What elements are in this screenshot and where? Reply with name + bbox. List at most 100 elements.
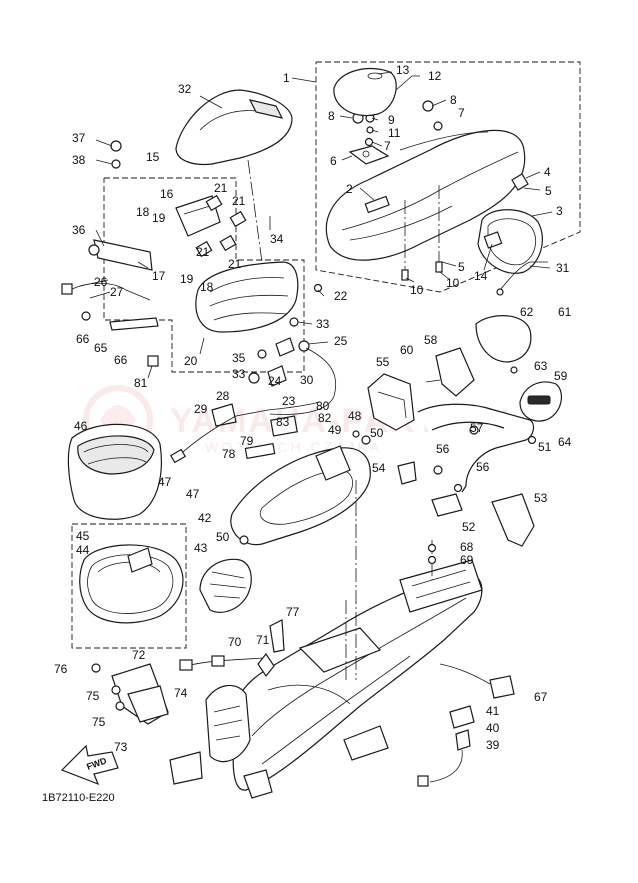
callout-22: 22 — [334, 289, 348, 303]
callout-43: 43 — [194, 541, 208, 555]
callout-73: 73 — [114, 740, 128, 754]
callout-52: 52 — [462, 520, 476, 534]
callout-26: 26 — [94, 275, 108, 289]
callout-44: 44 — [76, 543, 90, 557]
callout-57: 57 — [470, 421, 484, 435]
callout-68: 68 — [460, 540, 474, 554]
callout-27: 27 — [110, 285, 124, 299]
right-side-parts — [417, 543, 515, 787]
callout-31: 31 — [556, 261, 570, 275]
callout-34: 34 — [270, 232, 284, 246]
callout-20: 20 — [184, 354, 198, 368]
callout-47b: 47 — [186, 487, 200, 501]
callout-54: 54 — [372, 461, 386, 475]
leader-lines — [79, 71, 553, 379]
callout-16: 16 — [160, 187, 174, 201]
callout-8b: 8 — [450, 93, 457, 107]
callout-7b: 7 — [458, 106, 465, 120]
seat-assembly-group — [291, 61, 581, 296]
callout-39: 39 — [486, 738, 500, 752]
callout-10b: 10 — [446, 276, 460, 290]
callout-77: 77 — [286, 605, 300, 619]
callout-21b: 21 — [232, 194, 246, 208]
callout-66: 66 — [76, 332, 90, 346]
callout-33: 33 — [316, 317, 330, 331]
callout-21c: 21 — [196, 245, 210, 259]
callout-12: 12 — [428, 69, 442, 83]
callout-48: 48 — [348, 409, 362, 423]
rear-grab-bar — [367, 315, 563, 547]
callout-labels: 1 2 3 4 5 5 6 7 7 8 8 9 10 10 11 12 13 1… — [54, 63, 572, 754]
callout-30: 30 — [300, 373, 314, 387]
callout-8: 8 — [328, 109, 335, 123]
callout-49: 49 — [328, 423, 342, 437]
callout-53: 53 — [534, 491, 548, 505]
callout-28: 28 — [216, 389, 230, 403]
callout-78: 78 — [222, 447, 236, 461]
callout-41: 41 — [486, 704, 500, 718]
callout-23: 23 — [282, 394, 296, 408]
callout-72: 72 — [132, 648, 146, 662]
callout-80: 80 — [316, 399, 330, 413]
callout-82: 82 — [318, 411, 332, 425]
callout-1: 1 — [283, 71, 290, 85]
helmet-box — [67, 423, 162, 520]
callout-47: 47 — [158, 475, 172, 489]
callout-21d: 21 — [228, 257, 242, 271]
toolbox-group — [61, 89, 337, 415]
callout-59: 59 — [554, 369, 568, 383]
callout-50: 50 — [370, 426, 384, 440]
callout-17: 17 — [152, 269, 166, 283]
callout-9: 9 — [388, 113, 395, 127]
callout-67: 67 — [534, 690, 548, 704]
callout-70: 70 — [228, 635, 242, 649]
callout-58: 58 — [424, 333, 438, 347]
callout-45: 45 — [76, 529, 90, 543]
callout-69: 69 — [460, 553, 474, 567]
callout-61: 61 — [558, 305, 572, 319]
callout-6: 6 — [330, 154, 337, 168]
callout-2: 2 — [346, 182, 353, 196]
callout-40: 40 — [486, 721, 500, 735]
callout-36: 36 — [72, 223, 86, 237]
callout-7: 7 — [384, 139, 391, 153]
callout-83: 83 — [276, 415, 290, 429]
drawing-code: 1B72110-E220 — [42, 792, 115, 804]
callout-42: 42 — [198, 511, 212, 525]
callout-56b: 56 — [476, 460, 490, 474]
callout-19b: 19 — [180, 272, 194, 286]
callout-74: 74 — [174, 686, 188, 700]
callout-35: 35 — [232, 351, 246, 365]
fwd-direction-arrow: FWD — [60, 744, 119, 786]
callout-66b: 66 — [114, 353, 128, 367]
callout-10: 10 — [410, 283, 424, 297]
frame — [205, 480, 483, 799]
callout-32: 32 — [178, 82, 192, 96]
callout-25: 25 — [334, 334, 348, 348]
callout-5: 5 — [545, 184, 552, 198]
callout-15: 15 — [146, 150, 160, 164]
callout-75: 75 — [86, 689, 100, 703]
callout-19: 19 — [152, 211, 166, 225]
callout-33b: 33 — [232, 367, 246, 381]
callout-64: 64 — [558, 435, 572, 449]
callout-63: 63 — [534, 359, 548, 373]
callout-56: 56 — [436, 442, 450, 456]
callout-13: 13 — [396, 63, 410, 77]
callout-3: 3 — [556, 204, 563, 218]
callout-14: 14 — [474, 269, 488, 283]
floor-tray — [230, 415, 371, 546]
callout-62: 62 — [520, 305, 534, 319]
callout-11: 11 — [388, 126, 401, 140]
callout-21: 21 — [214, 181, 228, 195]
seat-lock-cable — [169, 401, 321, 464]
callout-76: 76 — [54, 662, 68, 676]
callout-29: 29 — [194, 402, 208, 416]
callout-60: 60 — [400, 343, 414, 357]
helmet-box-lower — [71, 523, 252, 649]
callout-18: 18 — [136, 205, 150, 219]
callout-51: 51 — [538, 440, 552, 454]
callout-50b: 50 — [216, 530, 230, 544]
left-side-parts — [91, 619, 285, 785]
